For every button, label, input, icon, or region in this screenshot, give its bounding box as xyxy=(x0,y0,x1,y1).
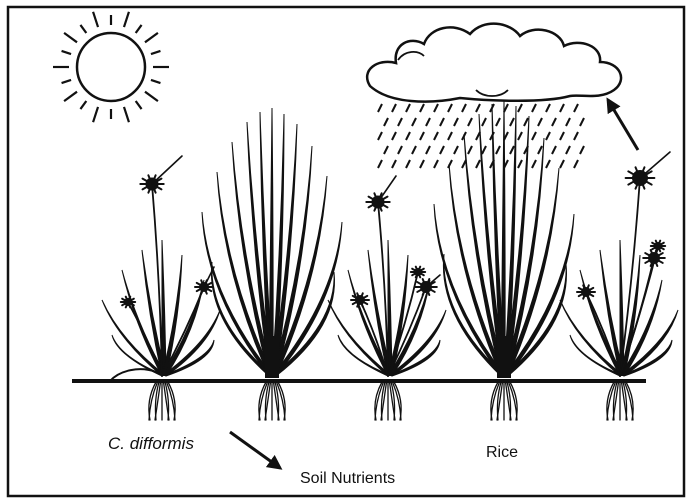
sedge-plant-2 xyxy=(328,176,446,420)
soil-nutrients-label: Soil Nutrients xyxy=(300,470,395,487)
arrow-down-right-icon xyxy=(230,432,280,468)
rice-plant-2 xyxy=(434,100,574,420)
arrow-up-left-icon xyxy=(608,100,638,150)
species-label: C. difformis xyxy=(108,434,194,453)
crop-label: Rice xyxy=(486,444,518,461)
rice-plant-1 xyxy=(202,108,342,420)
rain-cloud-icon xyxy=(367,24,621,102)
sun-icon xyxy=(53,12,169,122)
